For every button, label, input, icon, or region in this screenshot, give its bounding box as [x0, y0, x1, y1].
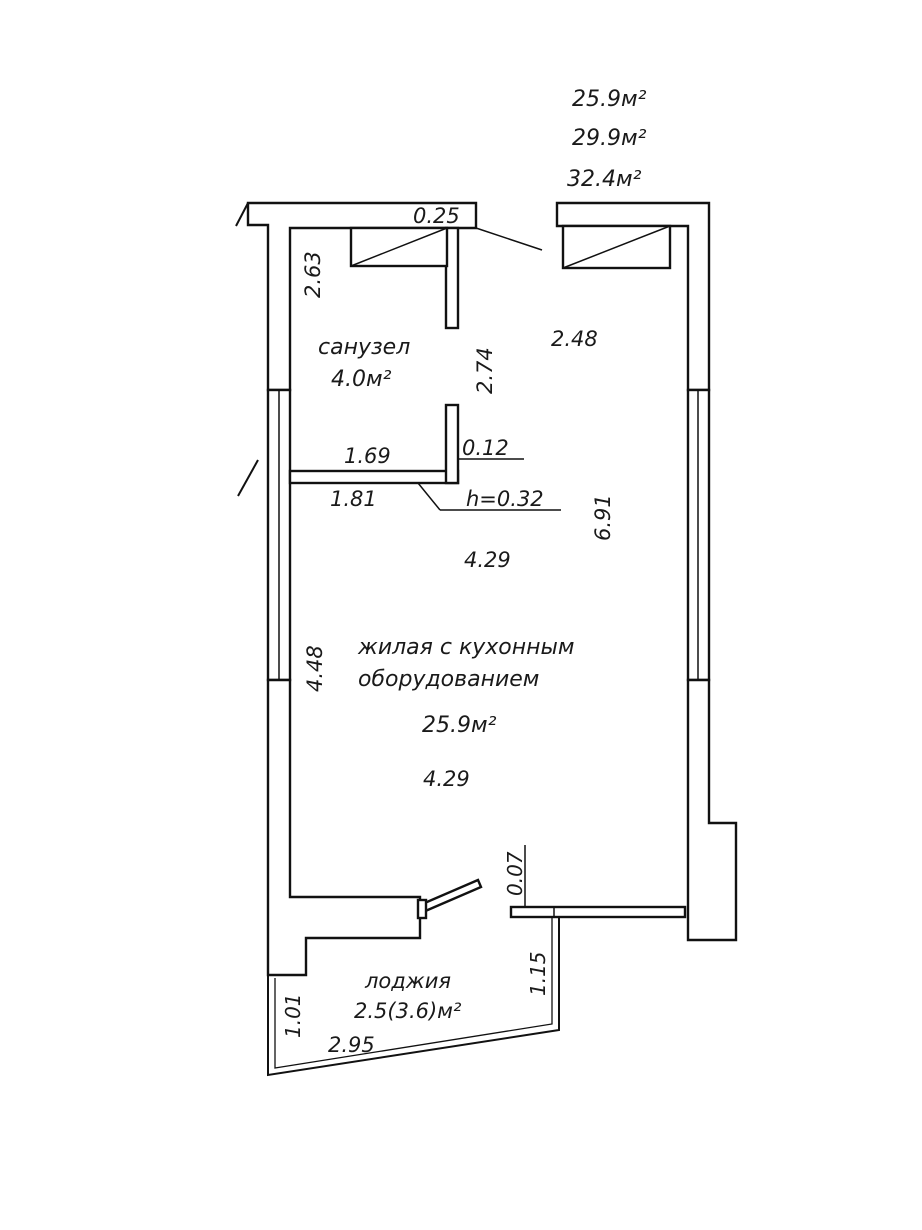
dim-4-29-top: 4.29	[464, 548, 511, 572]
dim-4-29-bottom: 4.29	[423, 767, 470, 791]
dim-2-48: 2.48	[551, 327, 598, 351]
dim-0-07: 0.07	[503, 851, 527, 896]
dim-6-91: 6.91	[591, 494, 615, 541]
living-room-name-line2: оборудованием	[358, 667, 539, 692]
dim-0-12: 0.12	[462, 436, 509, 460]
dim-4-48: 4.48	[303, 645, 327, 692]
walls	[235, 201, 738, 977]
right-wall-lower	[686, 678, 738, 942]
loggia-door-leaf	[418, 878, 483, 914]
dim-h-0-32: h=0.32	[466, 487, 544, 511]
area-living-total: 25.9м²	[572, 87, 647, 112]
loggia-outline	[267, 917, 560, 1077]
balcony-door	[509, 905, 687, 919]
dim-1-15: 1.15	[526, 951, 550, 996]
living-room-area: 25.9м²	[422, 713, 497, 738]
loggia-name: лоджия	[364, 969, 451, 993]
dim-1-81: 1.81	[330, 487, 377, 511]
left-wall-lower	[266, 678, 422, 977]
dim-2-95: 2.95	[328, 1033, 375, 1057]
bathroom-wall	[288, 469, 460, 485]
loggia-area: 2.5(3.6)м²	[354, 999, 462, 1023]
dim-2-63: 2.63	[301, 251, 325, 298]
bathroom-area: 4.0м²	[331, 367, 392, 392]
dim-1-69: 1.69	[344, 444, 391, 468]
area-total: 29.9м²	[572, 126, 647, 151]
dim-2-74: 2.74	[473, 347, 497, 394]
partition-stub-bottom	[444, 403, 460, 485]
partition-stub-top	[444, 226, 460, 330]
fixtures	[267, 224, 687, 1077]
area-total-with-loggia: 32.4м²	[567, 167, 642, 192]
dim-0-25: 0.25	[413, 204, 460, 228]
dim-1-01: 1.01	[281, 993, 305, 1038]
bathroom-name: санузел	[318, 335, 410, 360]
living-room-name-line1: жилая с кухонным	[357, 635, 575, 660]
